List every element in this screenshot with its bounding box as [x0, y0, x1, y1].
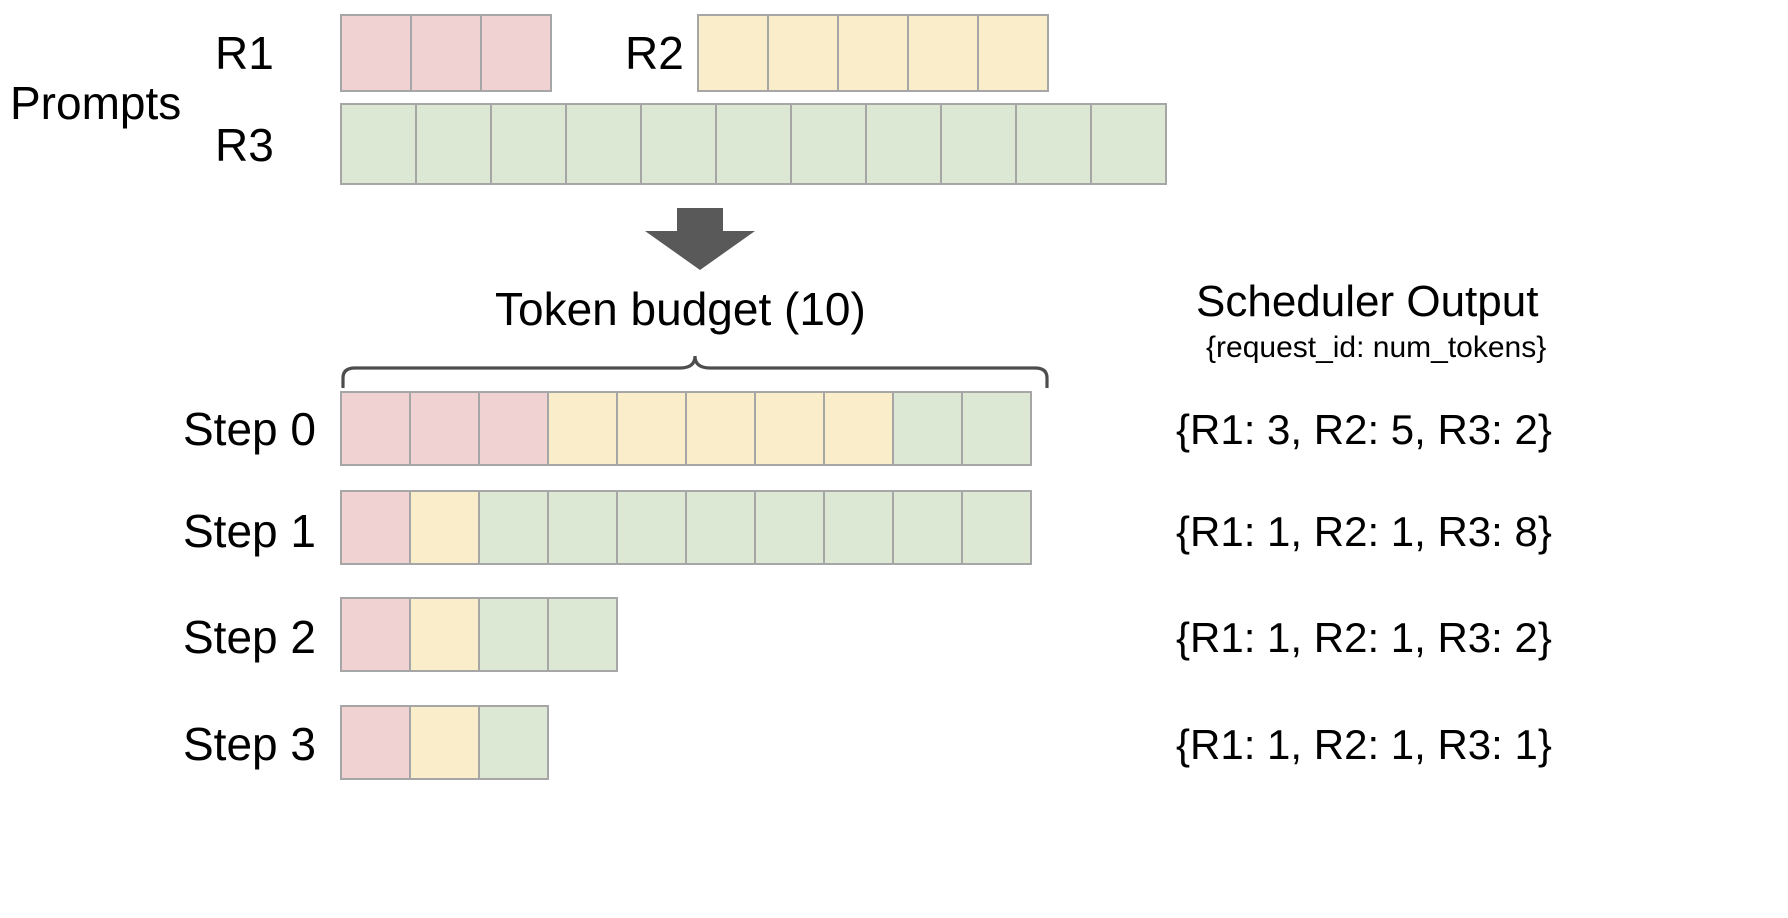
scheduler-output-title: Scheduler Output	[1196, 277, 1539, 326]
token-cell	[977, 14, 1049, 92]
step-label-2: Step 2	[183, 611, 316, 663]
token-cell	[767, 14, 839, 92]
request-label-r1: R1	[215, 27, 274, 79]
scheduler-output-1: {R1: 1, R2: 1, R3: 8}	[1176, 508, 1552, 555]
token-cell	[616, 490, 687, 565]
token-cell	[685, 391, 756, 466]
token-cell	[961, 391, 1032, 466]
token-cell	[340, 14, 412, 92]
scheduler-output-2: {R1: 1, R2: 1, R3: 2}	[1176, 614, 1552, 661]
request-label-r2: R2	[625, 27, 684, 79]
request-label-r3: R3	[215, 119, 274, 171]
token-cell	[340, 597, 411, 672]
token-cell	[790, 103, 867, 185]
step-strip-2	[340, 597, 618, 672]
token-cell	[865, 103, 942, 185]
token-cell	[340, 391, 411, 466]
token-cell	[547, 391, 618, 466]
token-cell	[410, 14, 482, 92]
token-budget-label: Token budget (10)	[495, 283, 866, 335]
step-strip-1	[340, 490, 1032, 565]
token-cell	[697, 14, 769, 92]
token-cell	[892, 490, 963, 565]
token-cell	[490, 103, 567, 185]
token-cell	[340, 103, 417, 185]
token-cell	[547, 597, 618, 672]
token-cell	[1015, 103, 1092, 185]
token-cell	[409, 705, 480, 780]
token-cell	[715, 103, 792, 185]
token-cell	[478, 391, 549, 466]
token-cell	[823, 391, 894, 466]
step-label-0: Step 0	[183, 403, 316, 455]
token-cell	[823, 490, 894, 565]
token-cell	[547, 490, 618, 565]
token-cell	[940, 103, 1017, 185]
step-strip-0	[340, 391, 1032, 466]
scheduler-output-3: {R1: 1, R2: 1, R3: 1}	[1176, 721, 1552, 768]
token-cell	[340, 490, 411, 565]
token-cell	[640, 103, 717, 185]
token-cell	[565, 103, 642, 185]
prompt-strip-r2	[697, 14, 1049, 92]
token-cell	[478, 490, 549, 565]
step-strip-3	[340, 705, 549, 780]
token-cell	[892, 391, 963, 466]
token-cell	[754, 490, 825, 565]
token-cell	[409, 490, 480, 565]
token-cell	[907, 14, 979, 92]
token-cell	[409, 391, 480, 466]
token-cell	[685, 490, 756, 565]
token-cell	[837, 14, 909, 92]
token-cell	[340, 705, 411, 780]
curly-brace-icon	[340, 346, 1050, 389]
prompt-strip-r1	[340, 14, 552, 92]
prompt-strip-r3	[340, 103, 1167, 185]
prompts-section-label: Prompts	[10, 77, 182, 129]
step-label-3: Step 3	[183, 718, 316, 770]
scheduler-output-subtitle: {request_id: num_tokens}	[1206, 331, 1547, 364]
token-cell	[754, 391, 825, 466]
token-cell	[616, 391, 687, 466]
token-cell	[478, 705, 549, 780]
token-cell	[480, 14, 552, 92]
token-cell	[1090, 103, 1167, 185]
down-arrow-icon	[630, 208, 770, 270]
token-cell	[409, 597, 480, 672]
token-cell	[478, 597, 549, 672]
token-cell	[961, 490, 1032, 565]
scheduler-output-0: {R1: 3, R2: 5, R3: 2}	[1176, 406, 1552, 453]
token-cell	[415, 103, 492, 185]
step-label-1: Step 1	[183, 505, 316, 557]
